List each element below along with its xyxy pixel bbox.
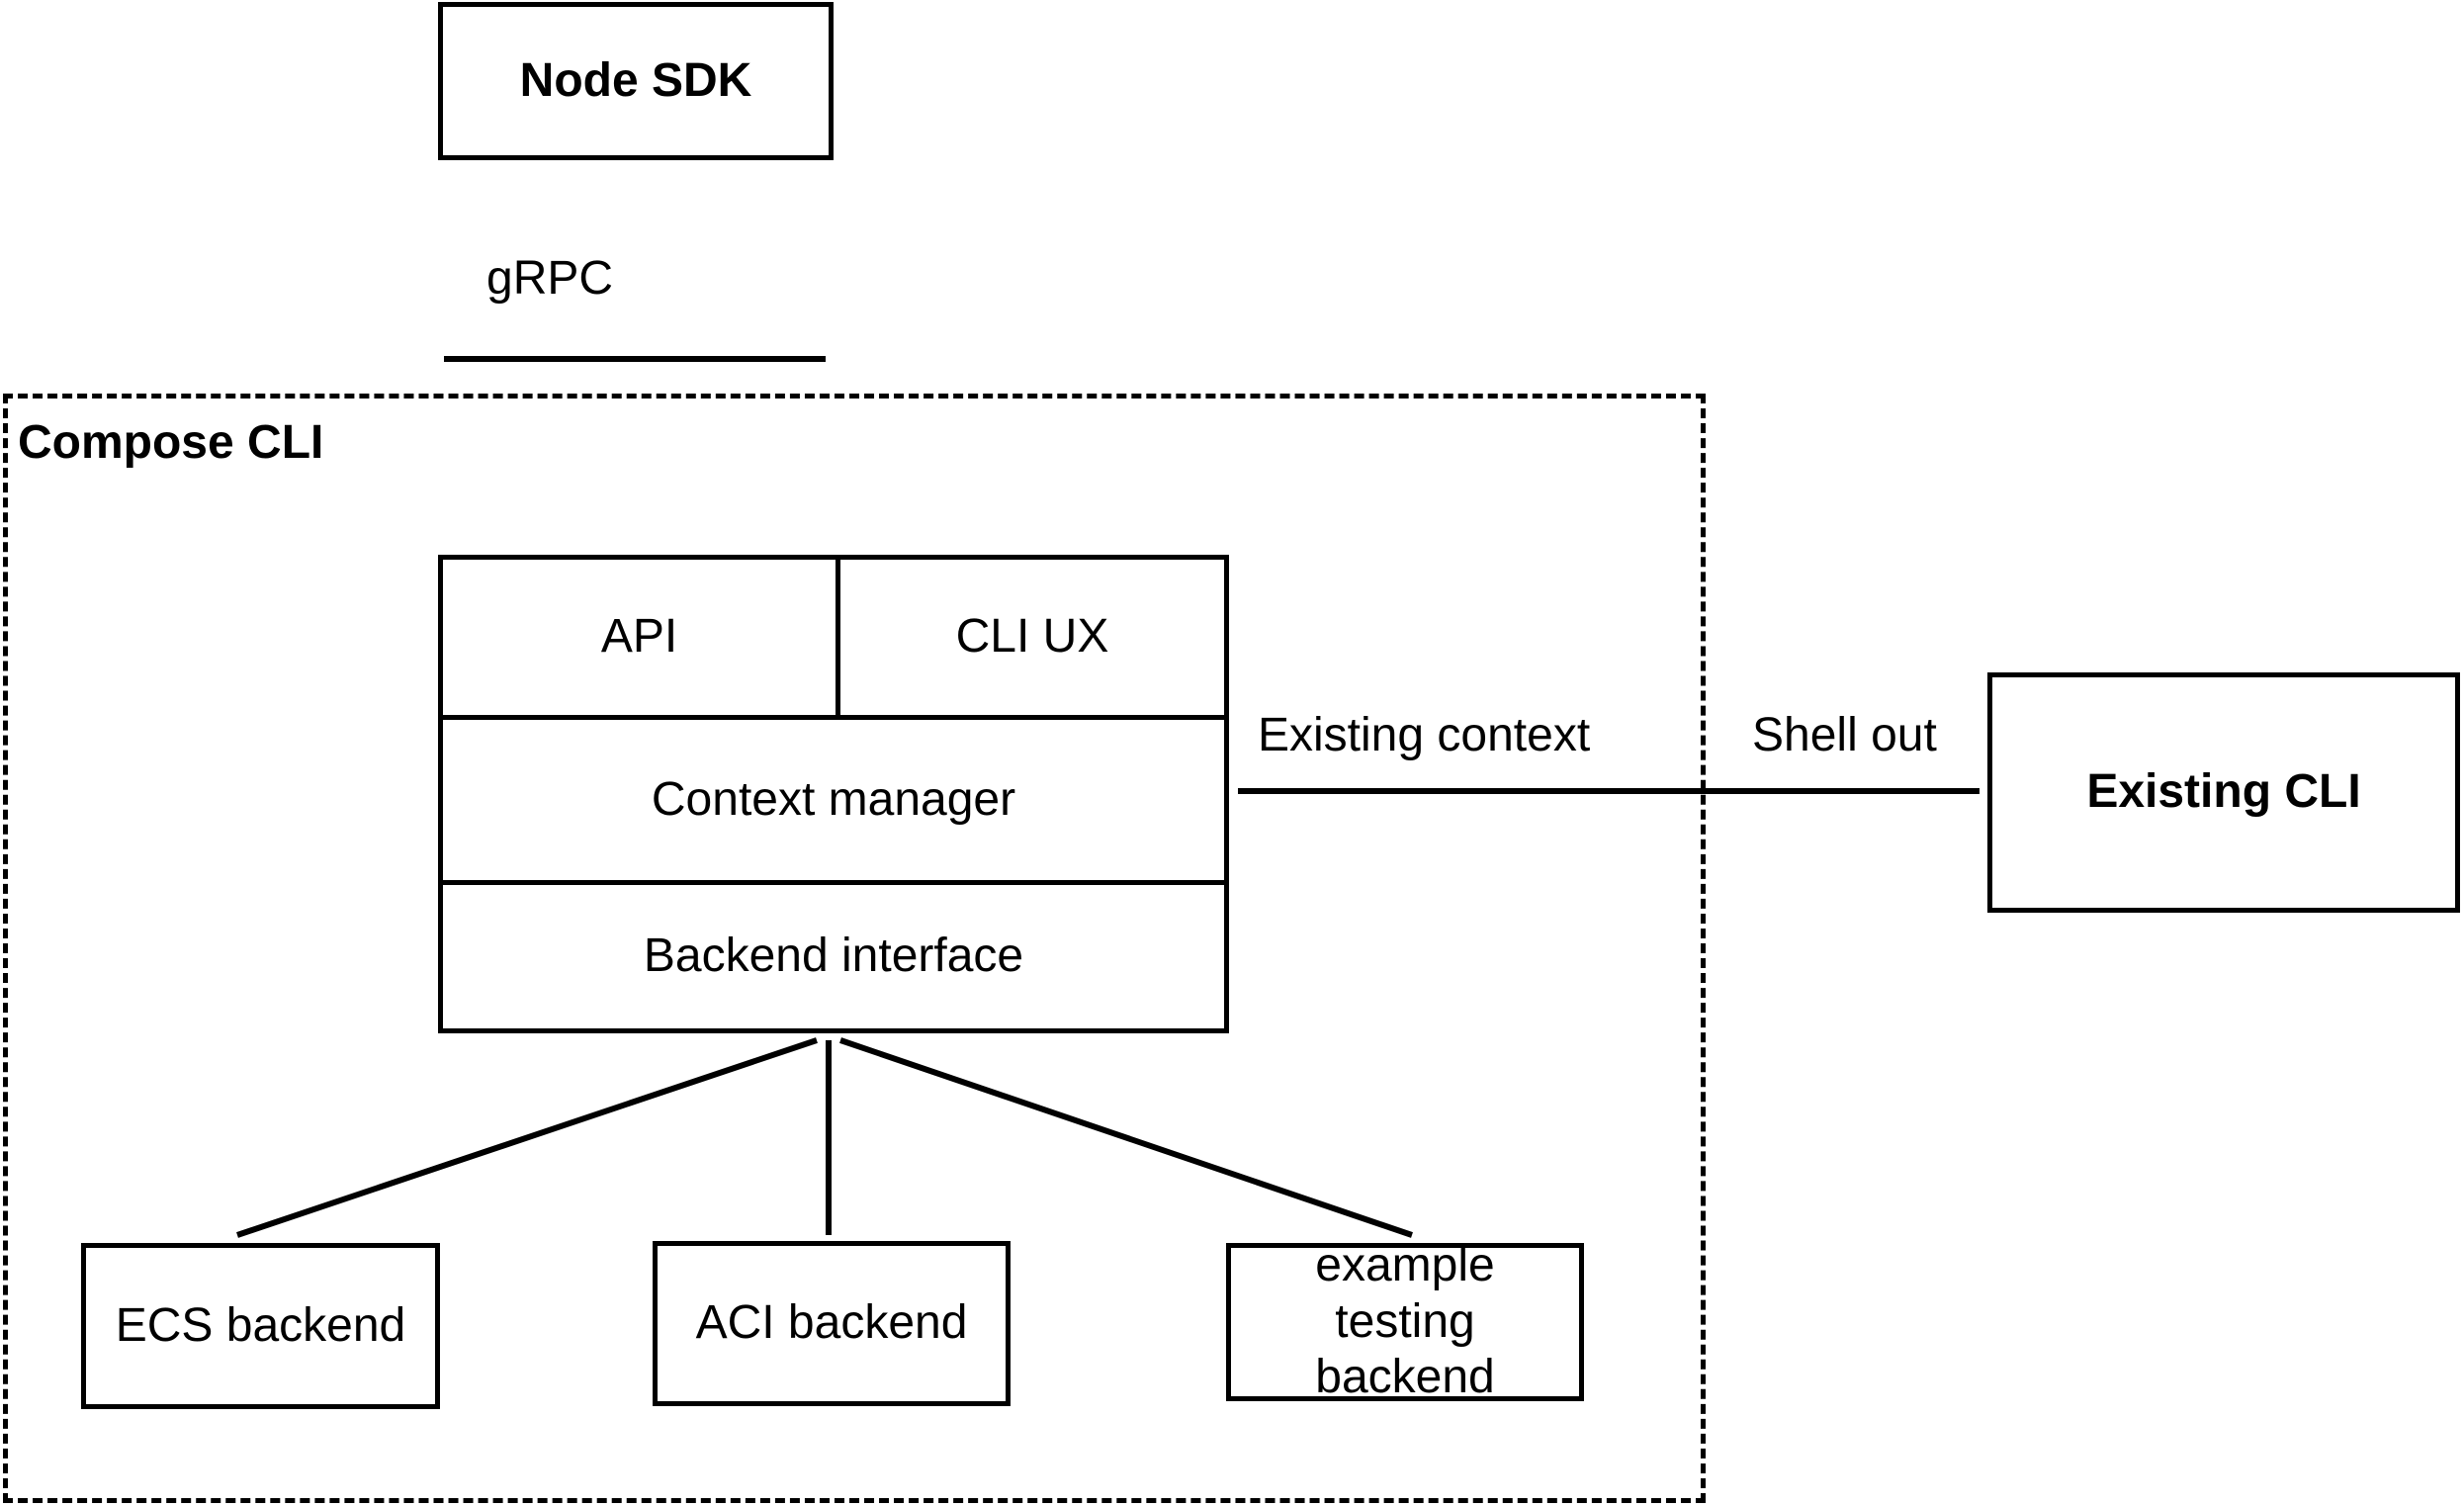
context-manager-cell[interactable]: Context manager (443, 720, 1224, 885)
ecs-backend-box[interactable]: ECS backend (81, 1243, 440, 1409)
example-testing-backend-label: example testing backend (1231, 1238, 1579, 1406)
existing-cli-label: Existing CLI (2086, 765, 2361, 819)
aci-backend-label: ACI backend (695, 1296, 968, 1350)
example-testing-backend-line2: backend (1315, 1351, 1495, 1404)
existing-context-edge-label: Existing context (1258, 709, 1591, 761)
example-testing-backend-box[interactable]: example testing backend (1226, 1239, 1584, 1403)
node-sdk-label: Node SDK (519, 53, 752, 107)
backend-interface-label: Backend interface (643, 930, 1024, 983)
edge-backend-ecs (236, 1037, 818, 1238)
api-cell[interactable]: API (443, 560, 840, 715)
existing-cli-box[interactable]: Existing CLI (1987, 672, 2460, 913)
compose-cli-boundary (3, 394, 1706, 1503)
context-manager-label: Context manager (651, 772, 1016, 826)
aci-backend-box[interactable]: ACI backend (653, 1241, 1011, 1406)
stack-top-row: API CLI UX (443, 560, 1224, 720)
example-testing-backend-line1: example testing (1315, 1239, 1495, 1348)
shell-out-edge-label: Shell out (1752, 709, 1937, 761)
edge-backend-example (839, 1037, 1413, 1238)
cli-ux-label: CLI UX (955, 610, 1109, 664)
cli-ux-cell[interactable]: CLI UX (840, 560, 1224, 715)
compose-cli-stack: API CLI UX Context manager Backend inter… (438, 555, 1229, 1033)
ecs-backend-label: ECS backend (115, 1298, 406, 1352)
backend-interface-cell[interactable]: Backend interface (443, 885, 1224, 1028)
node-sdk-box[interactable]: Node SDK (438, 2, 834, 160)
compose-cli-label: Compose CLI (18, 416, 324, 469)
api-label: API (600, 610, 678, 664)
grpc-edge-label: gRPC (486, 252, 614, 305)
